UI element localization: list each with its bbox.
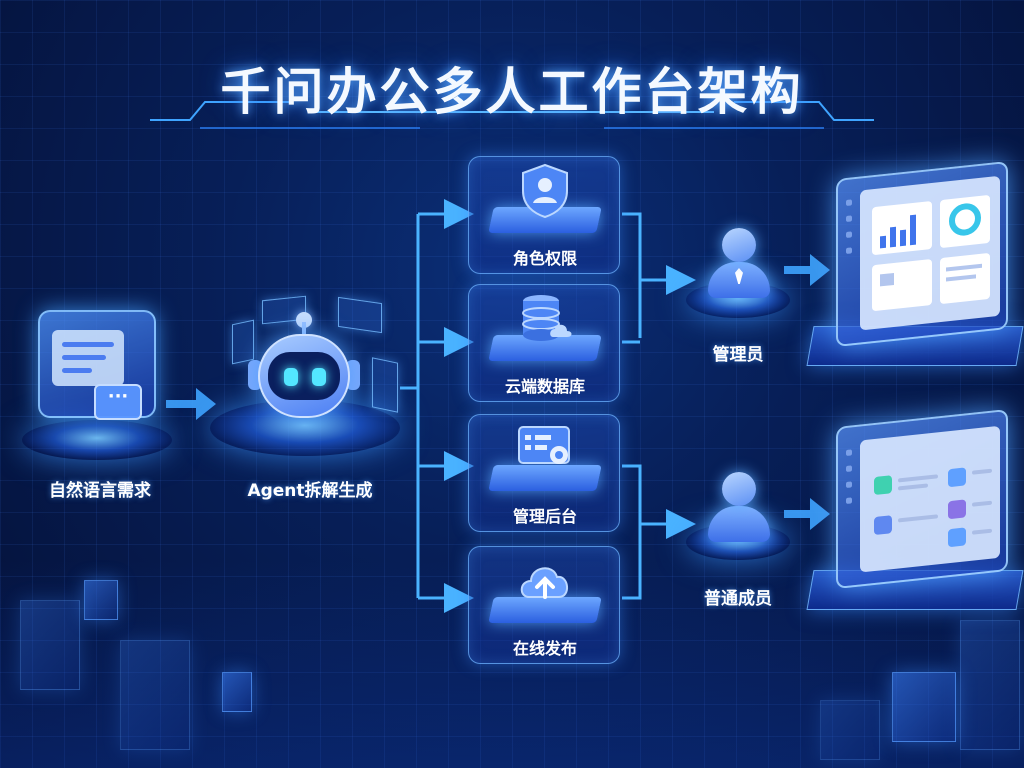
module-label: 云端数据库 — [504, 377, 585, 396]
robot-eye — [284, 368, 298, 386]
deco-cube — [820, 700, 880, 760]
admin-dashboard-monitor — [836, 160, 1008, 348]
database-cloud-icon — [522, 295, 572, 341]
admin-label: 管理员 — [712, 345, 764, 365]
cloud-upload-icon — [520, 567, 568, 599]
user-head — [722, 472, 756, 506]
tie-icon — [735, 268, 743, 284]
message-dots-icon: ··· — [94, 384, 142, 420]
title-area: 千问办公多人工作台架构 — [0, 40, 1024, 130]
input-platform — [22, 420, 172, 460]
robot-antenna-ball — [296, 312, 312, 328]
module-cloud-database: 云端数据库 — [468, 284, 620, 402]
module-label: 角色权限 — [512, 249, 577, 268]
module-admin-backend: 管理后台 — [468, 414, 620, 532]
member-label: 普通成员 — [704, 589, 772, 609]
member-user-icon — [708, 506, 770, 542]
page-title: 千问办公多人工作台架构 — [220, 63, 804, 121]
shield-user-icon — [522, 163, 568, 219]
robot-eye — [312, 368, 326, 386]
holo-panel — [338, 296, 382, 334]
user-head — [722, 228, 756, 262]
deco-cube — [120, 640, 190, 750]
robot-antenna — [302, 322, 306, 336]
dashboard-screen — [860, 175, 1000, 331]
chat-bubble-icon — [52, 330, 124, 386]
arrow-input-agent — [166, 388, 216, 420]
deco-cube — [960, 620, 1020, 750]
module-online-publish: 在线发布 — [468, 546, 620, 664]
module-label: 在线发布 — [512, 639, 577, 658]
robot-ear — [346, 360, 360, 390]
input-label: 自然语言需求 — [49, 481, 151, 501]
holo-panel — [232, 319, 254, 365]
deco-cube — [892, 672, 956, 742]
holo-panel — [372, 357, 398, 413]
robot-face — [268, 352, 340, 400]
admin-dashboard-icon — [518, 426, 570, 464]
deco-cube — [222, 672, 252, 712]
deco-cube — [84, 580, 118, 620]
bar-chart-icon — [872, 195, 990, 311]
workspace-screen — [860, 425, 1000, 573]
module-role-permission: 角色权限 — [468, 156, 620, 274]
agent-label: Agent拆解生成 — [247, 481, 373, 501]
module-label: 管理后台 — [512, 507, 577, 526]
deco-cube — [20, 600, 80, 690]
member-workspace-monitor — [836, 408, 1008, 590]
title-decoration — [150, 101, 874, 129]
